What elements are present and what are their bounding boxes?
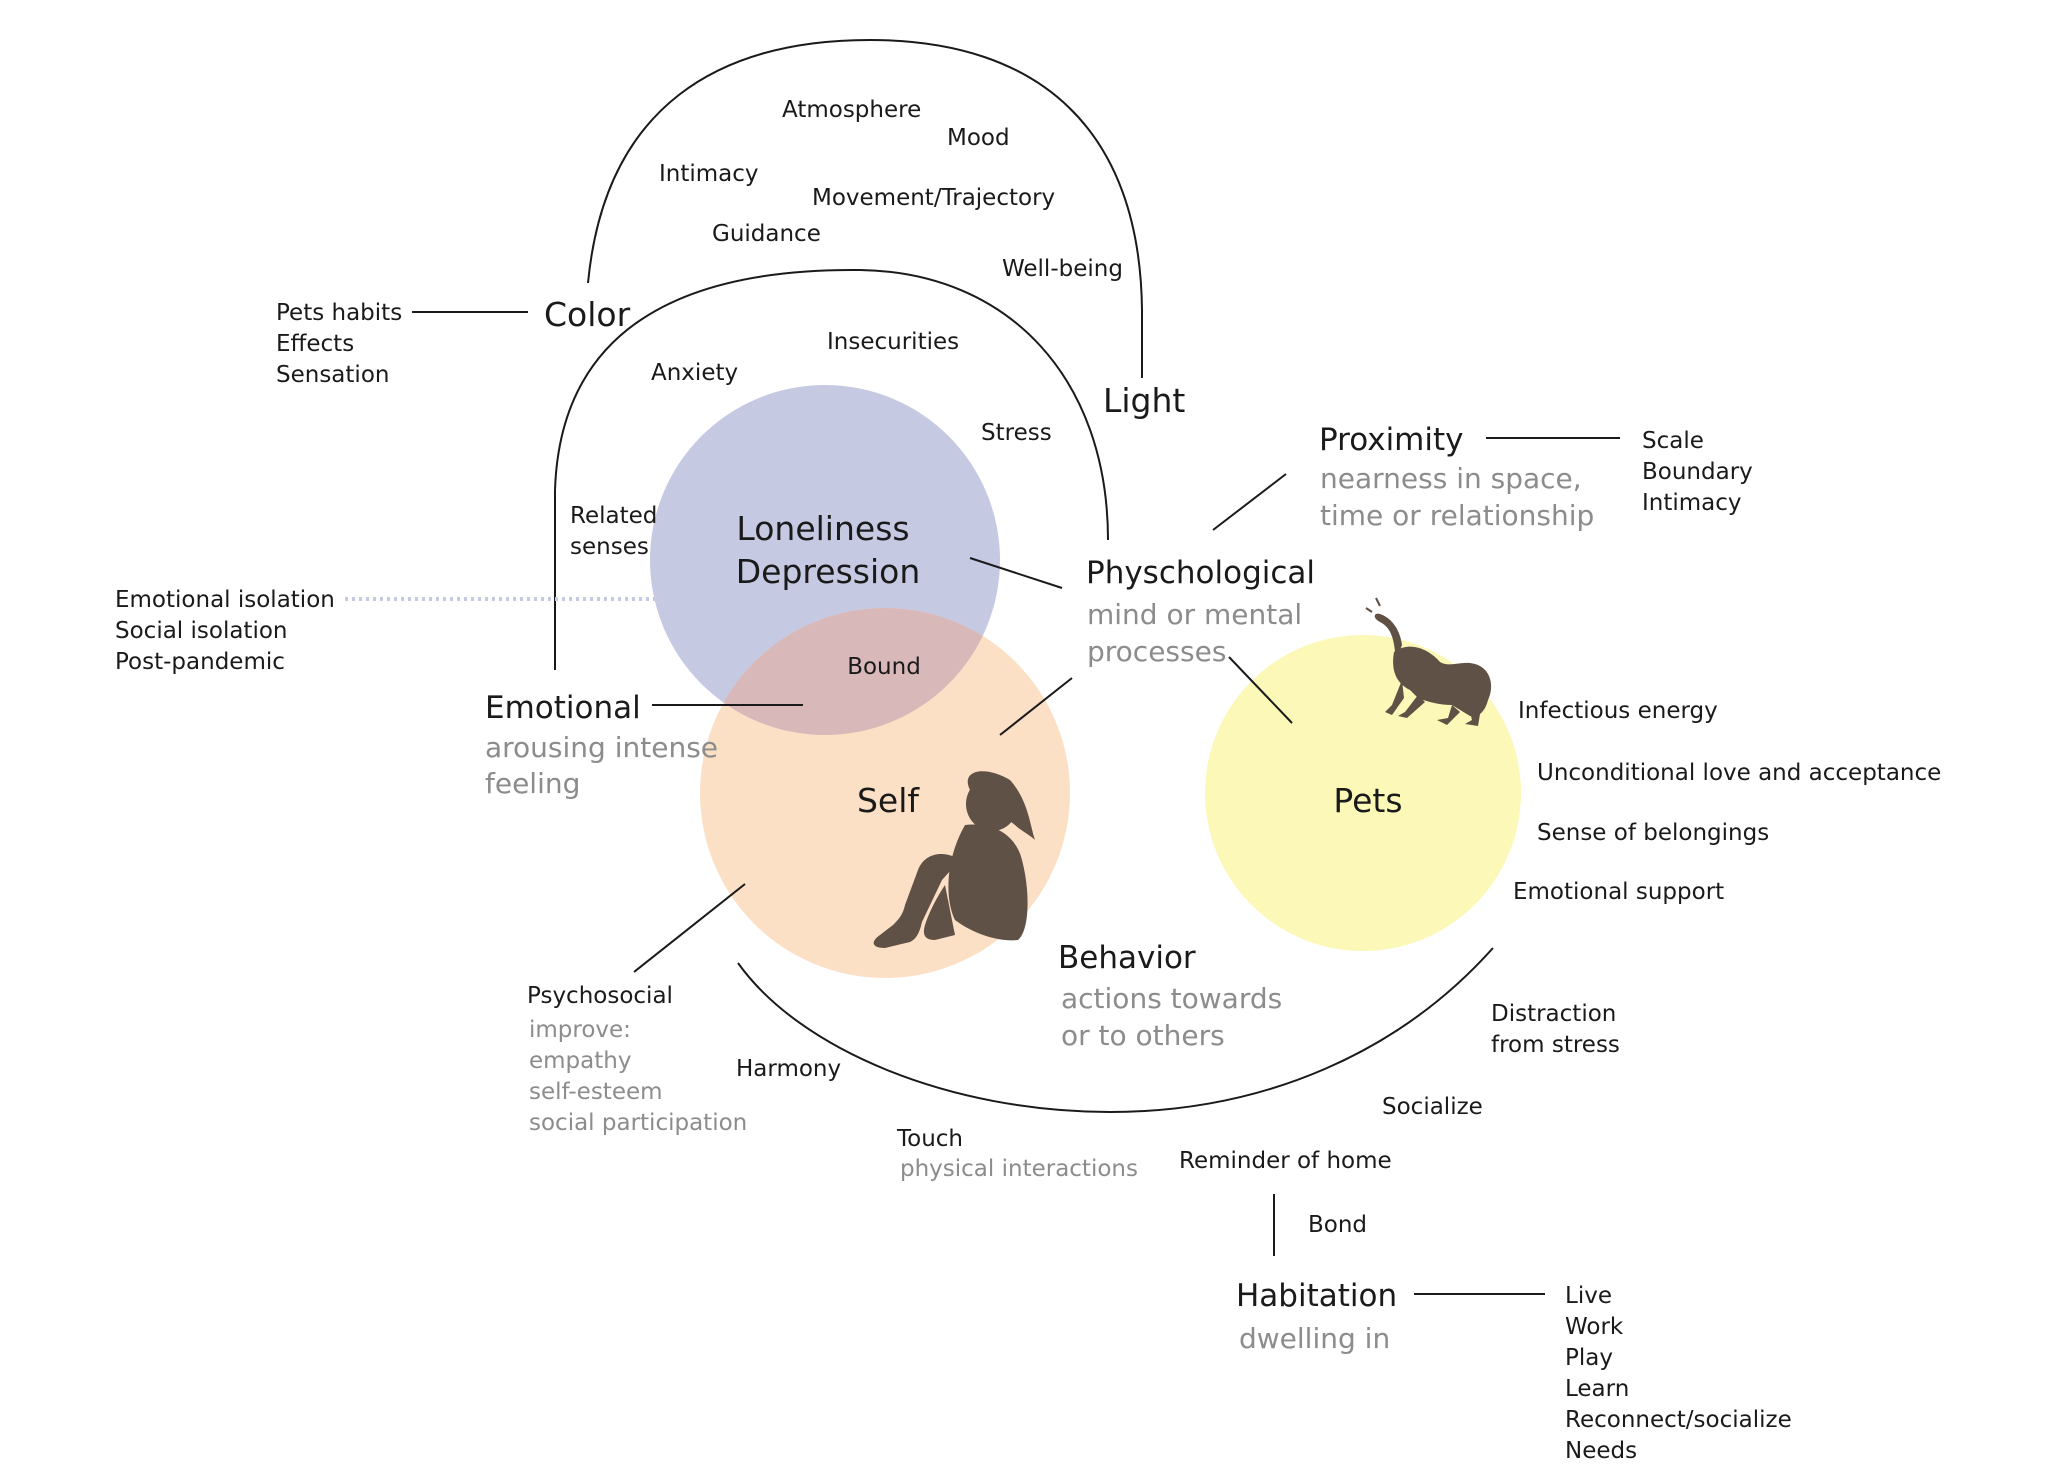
- related-senses-label: senses: [570, 534, 649, 560]
- distraction-label: Distraction: [1491, 1001, 1616, 1027]
- psychosocial-sub: improve:: [529, 1017, 631, 1043]
- physiological-sub: mind or mental: [1087, 598, 1302, 631]
- light-label: Light: [1103, 381, 1185, 420]
- sitting-person-silhouette: [873, 771, 1035, 948]
- self-label: Self: [857, 781, 920, 820]
- bound-label: Bound: [847, 654, 921, 680]
- outer-arc-item: Well-being: [1002, 256, 1123, 282]
- outer-arc-item: Movement/Trajectory: [812, 185, 1055, 211]
- emotional-title: Emotional: [485, 690, 641, 726]
- pets-label: Pets: [1333, 781, 1402, 820]
- touch-label: Touch: [896, 1126, 963, 1152]
- loneliness-label: Loneliness: [736, 509, 909, 548]
- pets-benefit: Emotional support: [1513, 879, 1724, 905]
- behavior-sub: or to others: [1061, 1019, 1225, 1052]
- depression-label: Depression: [736, 552, 920, 591]
- pets-benefit: Sense of belongings: [1537, 820, 1769, 846]
- proximity-sub: time or relationship: [1320, 499, 1594, 532]
- psychosocial-sub: social participation: [529, 1110, 747, 1136]
- emotional-sub: arousing intense: [485, 731, 718, 764]
- psychosocial-connector: [633, 883, 746, 973]
- bottom-arc-behavior: [737, 947, 1494, 1114]
- proximity-physiological-connector: [1212, 473, 1287, 531]
- habitation-sub: dwelling in: [1239, 1322, 1390, 1355]
- outer-arc-item: Guidance: [712, 221, 821, 247]
- pets-benefit: Unconditional love and acceptance: [1537, 760, 1941, 786]
- habitation-title: Habitation: [1236, 1278, 1397, 1314]
- physiological-self-connector: [999, 677, 1073, 736]
- touch-sub: physical interactions: [900, 1156, 1138, 1182]
- outer-arc-item: Mood: [947, 125, 1010, 151]
- psychosocial-title: Psychosocial: [527, 983, 673, 1009]
- habitation-list-item: Work: [1565, 1314, 1624, 1340]
- behavior-title: Behavior: [1058, 940, 1196, 976]
- physiological-pets-connector: [1228, 656, 1293, 724]
- emotional-sub: feeling: [485, 767, 580, 800]
- isolation-item: Social isolation: [115, 618, 288, 644]
- color-list-item: Sensation: [276, 362, 389, 388]
- physiological-title: Physchological: [1086, 555, 1315, 591]
- proximity-sub: nearness in space,: [1320, 462, 1582, 495]
- proximity-list-item: Boundary: [1642, 459, 1753, 485]
- pets-benefit: Infectious energy: [1518, 698, 1718, 724]
- playing-dog-silhouette: [1365, 597, 1492, 726]
- socialize-label: Socialize: [1382, 1094, 1483, 1120]
- color-list-item: Pets habits: [276, 300, 402, 326]
- color-label: Color: [544, 295, 631, 334]
- proximity-list-item: Intimacy: [1642, 490, 1742, 516]
- psychosocial-sub: self-esteem: [529, 1079, 663, 1105]
- inner-arc-item: Stress: [981, 420, 1052, 446]
- harmony-label: Harmony: [736, 1056, 841, 1082]
- outer-arc-item: Intimacy: [659, 161, 759, 187]
- inner-arc-item: Anxiety: [651, 360, 738, 386]
- habitation-list-item: Play: [1565, 1345, 1613, 1371]
- physiological-loneliness-connector: [969, 557, 1063, 589]
- habitation-list-item: Learn: [1565, 1376, 1629, 1402]
- habitation-list-item: Reconnect/socialize: [1565, 1407, 1792, 1433]
- color-list-item: Effects: [276, 331, 354, 357]
- related-senses-label: Related: [570, 503, 657, 529]
- outer-arc-item: Atmosphere: [782, 97, 921, 123]
- psychosocial-sub: empathy: [529, 1048, 631, 1074]
- proximity-list-item: Scale: [1642, 428, 1704, 454]
- bond-label: Bond: [1308, 1212, 1367, 1238]
- outer-arc-color-light: [587, 38, 1143, 378]
- distraction-label: from stress: [1491, 1032, 1620, 1058]
- physiological-sub: processes: [1087, 635, 1226, 668]
- habitation-list-item: Live: [1565, 1283, 1612, 1309]
- habitation-list-item: Needs: [1565, 1438, 1637, 1464]
- behavior-sub: actions towards: [1061, 982, 1282, 1015]
- isolation-item: Emotional isolation: [115, 587, 335, 613]
- inner-arc-item: Insecurities: [827, 329, 959, 355]
- isolation-item: Post-pandemic: [115, 649, 285, 675]
- proximity-title: Proximity: [1319, 422, 1464, 458]
- reminder-label: Reminder of home: [1179, 1148, 1392, 1174]
- inner-arc-senses: [554, 268, 1109, 670]
